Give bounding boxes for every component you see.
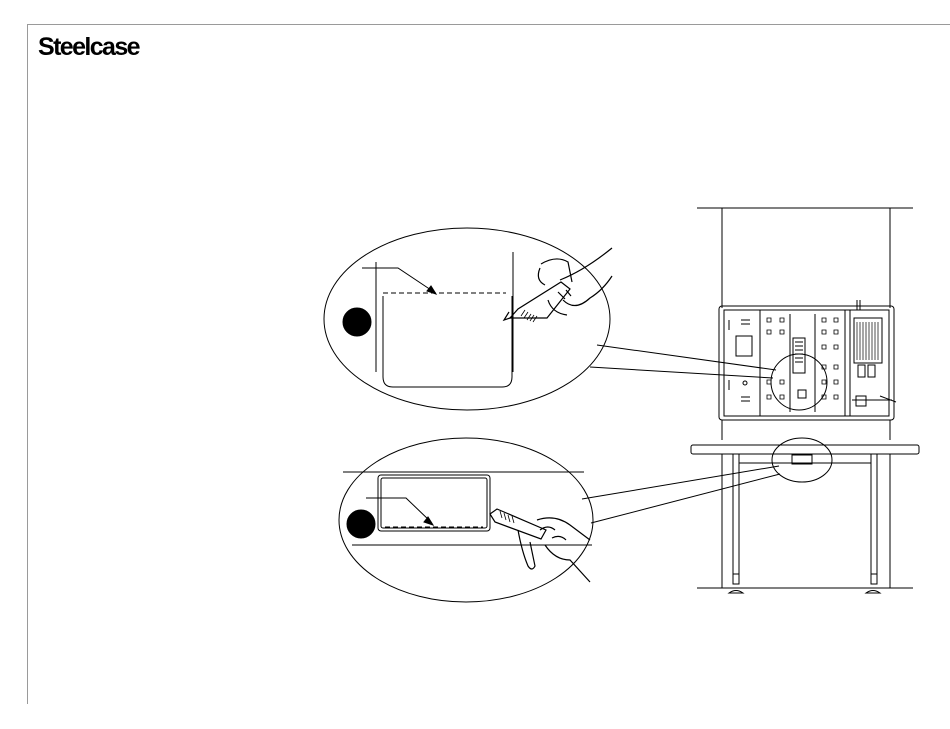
step-2-marker-icon — [347, 510, 375, 538]
detail-2 — [339, 438, 780, 602]
detail-1 — [324, 228, 776, 410]
overview-drawing — [691, 208, 919, 593]
step-1-marker-icon — [343, 308, 371, 336]
worksurface — [691, 420, 919, 593]
wall-panel — [719, 300, 896, 420]
utility-knife-icon — [504, 248, 612, 322]
